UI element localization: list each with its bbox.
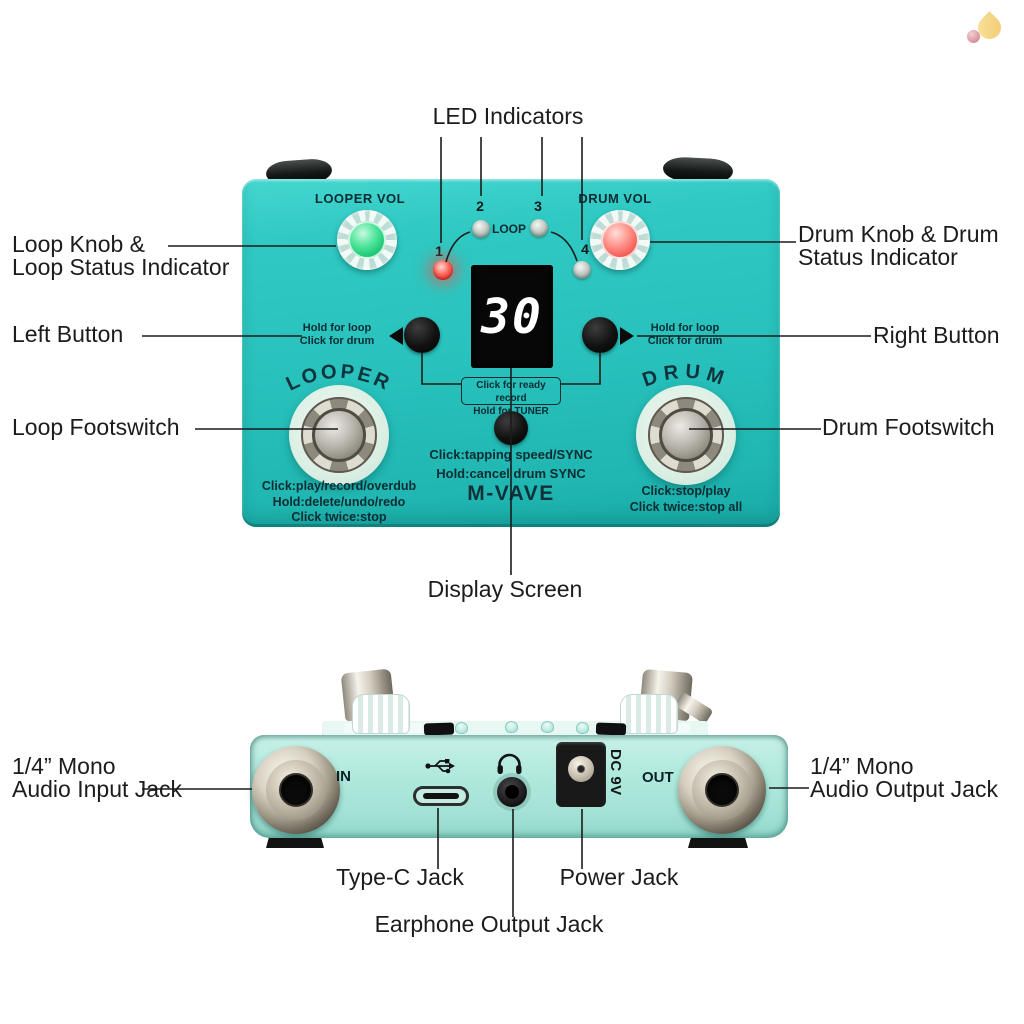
drum-arc-label: DRUM [640, 361, 733, 392]
drum-footswitch-hint: Click:stop/play Click twice:stop all [629, 484, 743, 514]
rear-knob-right [620, 694, 678, 734]
ready-record-hint-box: Click for ready record Hold for TUNER [461, 377, 561, 417]
drum-footswitch [636, 385, 736, 485]
loop-footswitch-hint: Click:play/record/overdub Hold:delete/un… [261, 479, 417, 524]
rear-knob-left [352, 694, 410, 734]
label-loop-knob: Loop Knob & Loop Status Indicator [12, 231, 230, 280]
label-output-jack: 1/4” Mono Audio Output Jack [810, 753, 998, 802]
label-display-screen: Display Screen [427, 576, 583, 602]
led-indicator-2 [472, 220, 490, 238]
audio-input-jack [252, 746, 340, 834]
rear-switch-left [423, 722, 455, 736]
dc-9v-label: DC 9V [607, 749, 624, 796]
right-button [582, 317, 618, 353]
rear-led-dome-2 [505, 721, 518, 733]
earphone-output-jack [497, 777, 527, 807]
right-button-hint: Hold for loop Click for drum [647, 322, 723, 347]
svg-text:LOOPER: LOOPER [283, 361, 395, 396]
loop-status-indicator [348, 221, 386, 259]
rear-led-dome-3 [541, 721, 554, 733]
tap-tempo-button [494, 411, 528, 445]
led-indicator-3 [530, 219, 548, 237]
led-indicator-1 [433, 260, 453, 280]
label-drum-footswitch: Drum Footswitch [822, 414, 995, 440]
left-button-hint: Hold for loop Click for drum [299, 322, 375, 347]
left-arrow-icon [389, 327, 403, 345]
audio-output-jack [678, 746, 766, 834]
out-label: OUT [642, 769, 674, 786]
looper-arc-label: LOOPER [283, 361, 395, 396]
loop-row-label: LOOP [492, 222, 527, 236]
label-drum-knob: Drum Knob & Drum Status Indicator [798, 221, 999, 270]
display-screen: 30 [471, 265, 553, 368]
led-number-3: 3 [534, 198, 542, 214]
led-number-2: 2 [476, 198, 484, 214]
label-left-button: Left Button [12, 321, 124, 347]
label-right-button: Right Button [873, 322, 1000, 348]
usb-icon [425, 759, 455, 774]
in-label: IN [336, 768, 351, 785]
loop-footswitch [289, 385, 389, 485]
rear-led-dome-4 [576, 722, 589, 734]
led-number-4: 4 [581, 241, 589, 257]
looper-vol-label: LOOPER VOL [314, 191, 406, 206]
pedal-top-view: LOOPER VOL DRUM VOL 1 2 3 4 LOOP 30 Hold… [242, 179, 780, 527]
headphone-icon [497, 753, 522, 774]
power-jack [556, 742, 606, 807]
loop-volume-knob [337, 210, 397, 270]
label-input-jack: 1/4” Mono Audio Input Jack [12, 753, 183, 802]
type-c-port [413, 786, 469, 806]
right-arrow-icon [620, 327, 634, 345]
left-button [404, 317, 440, 353]
label-type-c-jack: Type-C Jack [336, 864, 464, 890]
drum-vol-label: DRUM VOL [578, 191, 652, 206]
drum-volume-knob [590, 210, 650, 270]
led-indicator-4 [573, 261, 591, 279]
display-value: 30 [481, 288, 543, 345]
tap-tempo-hint: Click:tapping speed/SYNC Hold:cancel dru… [429, 447, 593, 481]
svg-text:DRUM: DRUM [640, 361, 733, 392]
drum-status-indicator [601, 221, 639, 259]
rear-led-dome-1 [455, 722, 468, 734]
label-earphone-jack: Earphone Output Jack [374, 911, 604, 937]
rear-switch-right [595, 722, 627, 736]
led-number-1: 1 [435, 243, 443, 259]
label-led-indicators: LED Indicators [432, 103, 584, 129]
label-loop-footswitch: Loop Footswitch [12, 414, 180, 440]
label-power-jack: Power Jack [559, 864, 679, 890]
